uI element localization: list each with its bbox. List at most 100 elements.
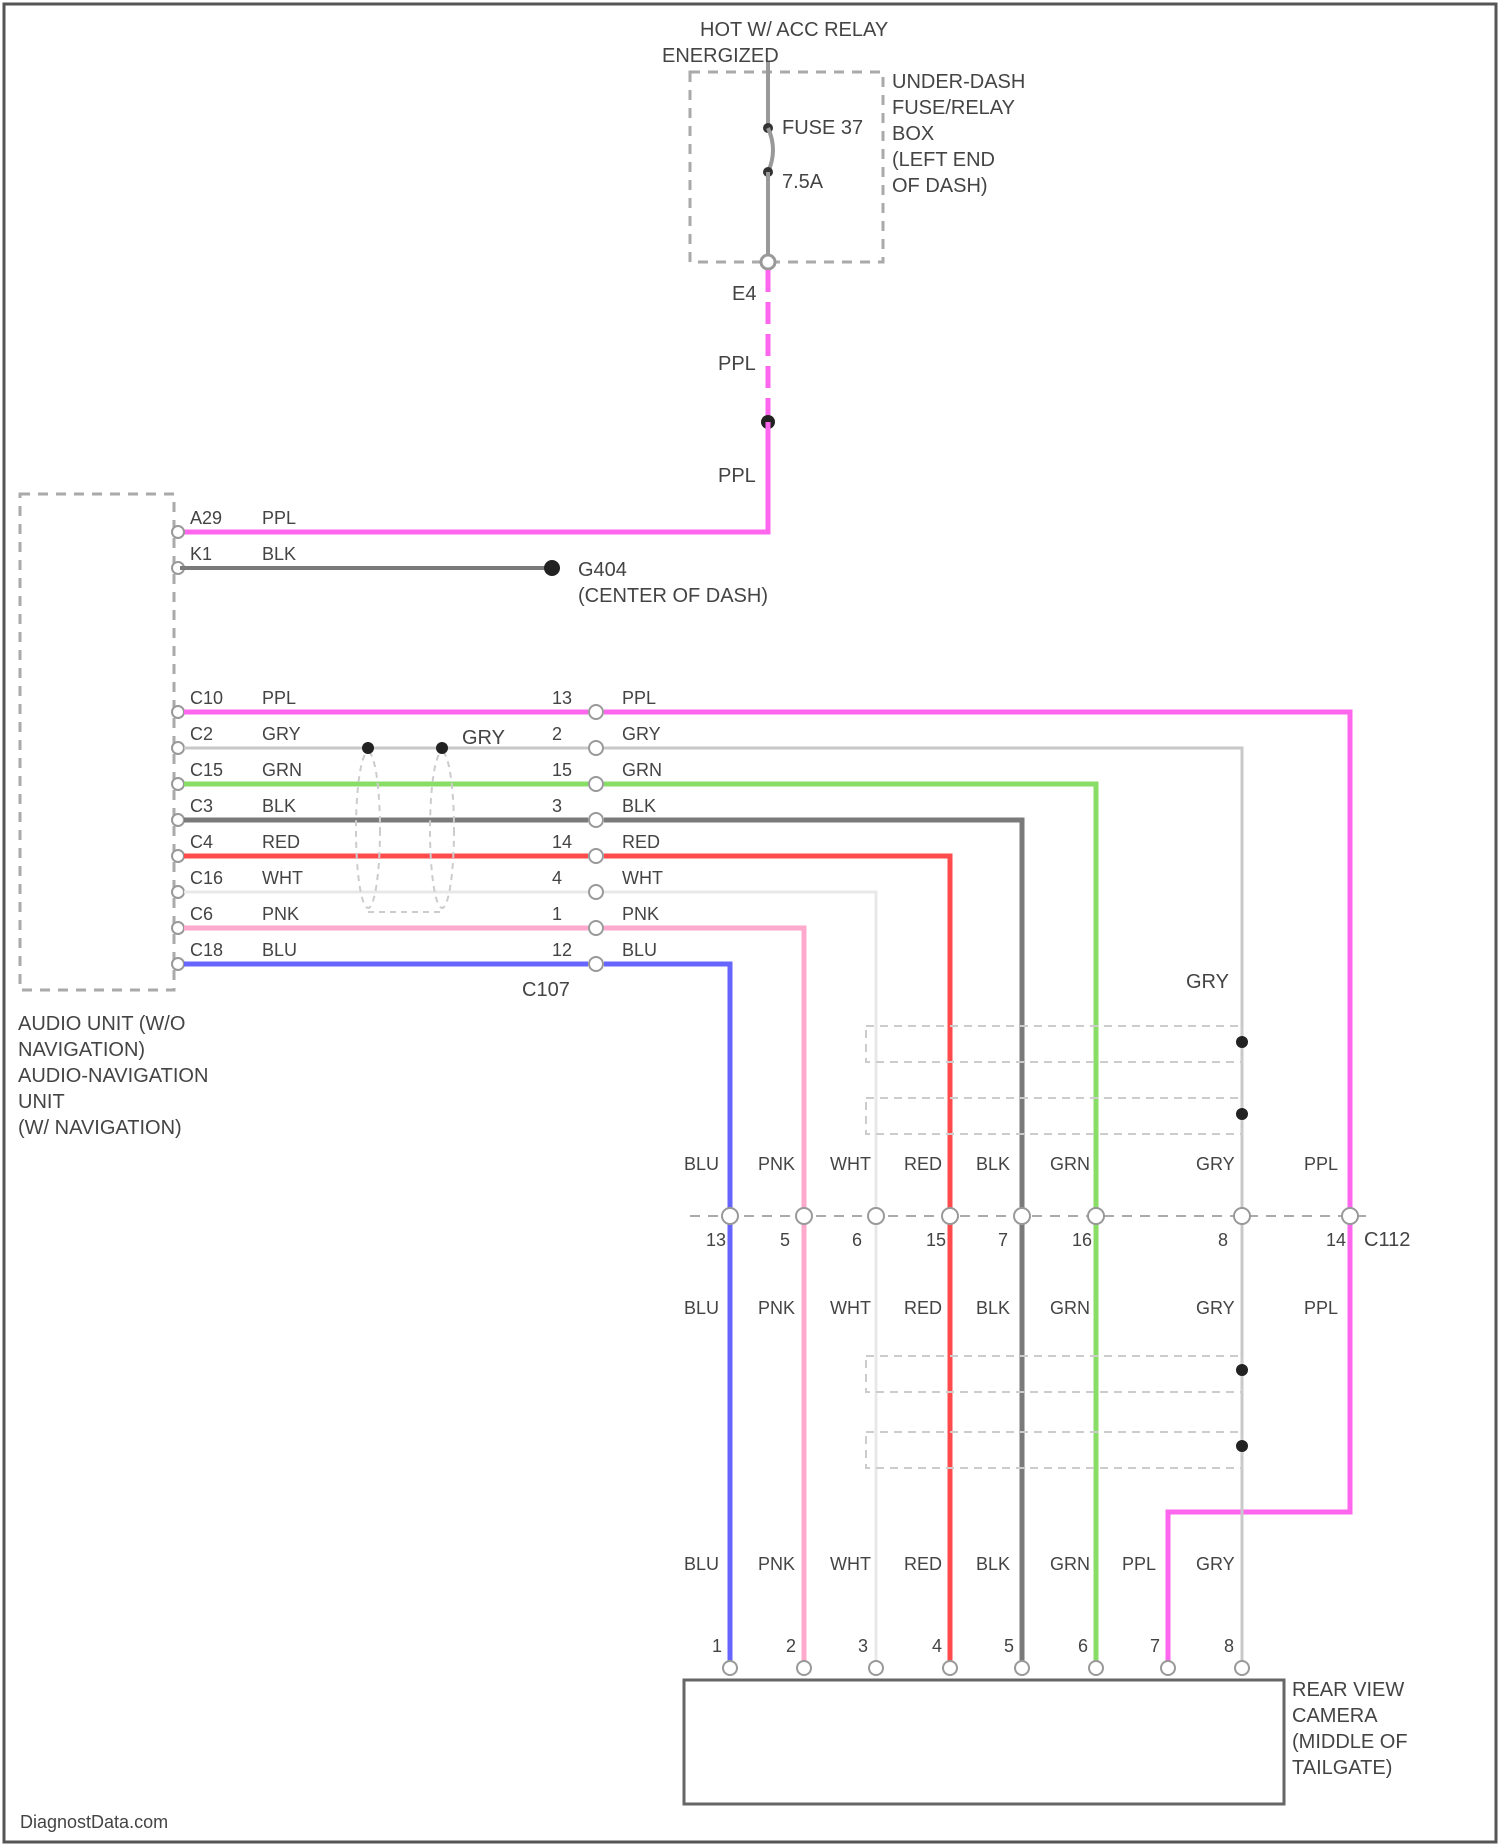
shield-drain-4 (1236, 1440, 1248, 1452)
audio-pin-label: C18 (190, 940, 223, 960)
shield-lower-1 (866, 1356, 1242, 1392)
audio-pin-terminal (172, 922, 184, 934)
c107-pin-number: 4 (552, 868, 562, 888)
c112-color-above: PNK (758, 1154, 795, 1174)
ground-g404: G404 (CENTER OF DASH) (180, 559, 768, 607)
camera-wire-color: BLU (684, 1554, 719, 1574)
ground-point (544, 560, 560, 576)
shield-drain-1 (1236, 1036, 1248, 1048)
c112-pin-number: 8 (1218, 1230, 1228, 1250)
c107-splice-label: GRY (462, 727, 505, 749)
power-source: HOT W/ ACC RELAY ENERGIZED FUSE 37 7.5A … (180, 19, 1025, 532)
audio-unit-label-1: AUDIO UNIT (W/O (18, 1013, 185, 1035)
audio-pin-label: C3 (190, 796, 213, 816)
camera-label-4: TAILGATE) (1292, 1757, 1392, 1779)
c112-color-below: GRN (1050, 1298, 1090, 1318)
c112-color-above: GRN (1050, 1154, 1090, 1174)
audio-pin-terminal (172, 814, 184, 826)
camera-pin-terminal (1235, 1661, 1249, 1675)
camera-pin-terminal (869, 1661, 883, 1675)
audio-pin-label: K1 (190, 544, 212, 564)
fuse-box-label-2: FUSE/RELAY (892, 97, 1015, 119)
camera-pin-number: 1 (712, 1636, 722, 1656)
c112-pin-number: 13 (706, 1230, 726, 1250)
c107-pin-color: RED (622, 832, 660, 852)
c112-pin-number: 14 (1326, 1230, 1346, 1250)
audio-pin-label: C16 (190, 868, 223, 888)
audio-pin-color: GRN (262, 760, 302, 780)
power-header-line2: ENERGIZED (662, 45, 779, 67)
fuse-box-connector-pin (761, 255, 775, 269)
camera-pin-terminal (1161, 1661, 1175, 1675)
shield-drain-3 (1236, 1364, 1248, 1376)
audio-unit: AUDIO UNIT (W/O NAVIGATION) AUDIO-NAVIGA… (18, 494, 303, 1139)
c112-pin-terminal (1342, 1208, 1358, 1224)
c107-pin-number: 3 (552, 796, 562, 816)
c112-pin-terminal (1014, 1208, 1030, 1224)
shield-drain-2 (1236, 1108, 1248, 1120)
c112-color-below: PPL (1304, 1298, 1338, 1318)
c112-color-above: RED (904, 1154, 942, 1174)
camera-pin-terminal (723, 1661, 737, 1675)
fuse-rating: 7.5A (782, 171, 824, 193)
audio-pin-terminal (172, 778, 184, 790)
audio-pin-label: C10 (190, 688, 223, 708)
c107-pin-number: 15 (552, 760, 572, 780)
c112-pin-number: 16 (1072, 1230, 1092, 1250)
ground-location: (CENTER OF DASH) (578, 585, 768, 607)
shield-lower-2 (866, 1432, 1242, 1468)
audio-pin-label: C6 (190, 904, 213, 924)
c107-pin-color: PNK (622, 904, 659, 924)
c107-pin-color: GRY (622, 724, 661, 744)
audio-pin-terminal (172, 526, 184, 538)
camera-pin-terminal (1089, 1661, 1103, 1675)
fuse-box-label-1: UNDER-DASH (892, 71, 1025, 93)
c107-pin-color: BLK (622, 796, 656, 816)
supply-wire-label-upper: PPL (718, 353, 756, 375)
c112-color-below: GRY (1196, 1298, 1235, 1318)
audio-unit-label-5: (W/ NAVIGATION) (18, 1117, 182, 1139)
fuse-box-outline (690, 72, 883, 262)
wire-c107-to-camera (604, 820, 1022, 1668)
audio-pin-color: BLU (262, 940, 297, 960)
audio-pin-terminal (172, 886, 184, 898)
c107-pin-color: BLU (622, 940, 657, 960)
camera-label-3: (MIDDLE OF (1292, 1731, 1408, 1753)
c107-pin-terminal (589, 813, 603, 827)
audio-pin-label: C15 (190, 760, 223, 780)
camera-pin-number: 4 (932, 1636, 942, 1656)
harness-shields: GRY (866, 971, 1248, 1468)
camera-wire-color: BLK (976, 1554, 1010, 1574)
audio-pin-color: BLK (262, 796, 296, 816)
c112-pin-number: 7 (998, 1230, 1008, 1250)
c107-pin-terminal (589, 885, 603, 899)
c112-pin-number: 5 (780, 1230, 790, 1250)
ground-name: G404 (578, 559, 627, 581)
c107-pin-number: 12 (552, 940, 572, 960)
audio-pin-color: BLK (262, 544, 296, 564)
c107-pin-terminal (589, 777, 603, 791)
audio-unit-label-2: NAVIGATION) (18, 1039, 145, 1061)
audio-pin-color: GRY (262, 724, 301, 744)
audio-pin-label: A29 (190, 508, 222, 528)
c107-pin-terminal (589, 957, 603, 971)
camera-label-2: CAMERA (1292, 1705, 1378, 1727)
audio-pin-label: C2 (190, 724, 213, 744)
twisted-pair-oval-2 (430, 752, 454, 908)
c112-color-above: WHT (830, 1154, 871, 1174)
diagram-frame (4, 4, 1496, 1842)
c112-pin-terminal (796, 1208, 812, 1224)
c112-color-below: RED (904, 1298, 942, 1318)
power-header-line1: HOT W/ ACC RELAY (700, 19, 888, 41)
audio-pin-terminal (172, 850, 184, 862)
c112-color-above: BLU (684, 1154, 719, 1174)
c107-pin-terminal (589, 849, 603, 863)
c112-pin-terminal (942, 1208, 958, 1224)
c112-color-above: PPL (1304, 1154, 1338, 1174)
c107-pin-color: PPL (622, 688, 656, 708)
c112-color-below: PNK (758, 1298, 795, 1318)
fuse-box-pin-label: E4 (732, 283, 756, 305)
fuse-box-label-4: (LEFT END (892, 149, 995, 171)
c107-pin-number: 1 (552, 904, 562, 924)
